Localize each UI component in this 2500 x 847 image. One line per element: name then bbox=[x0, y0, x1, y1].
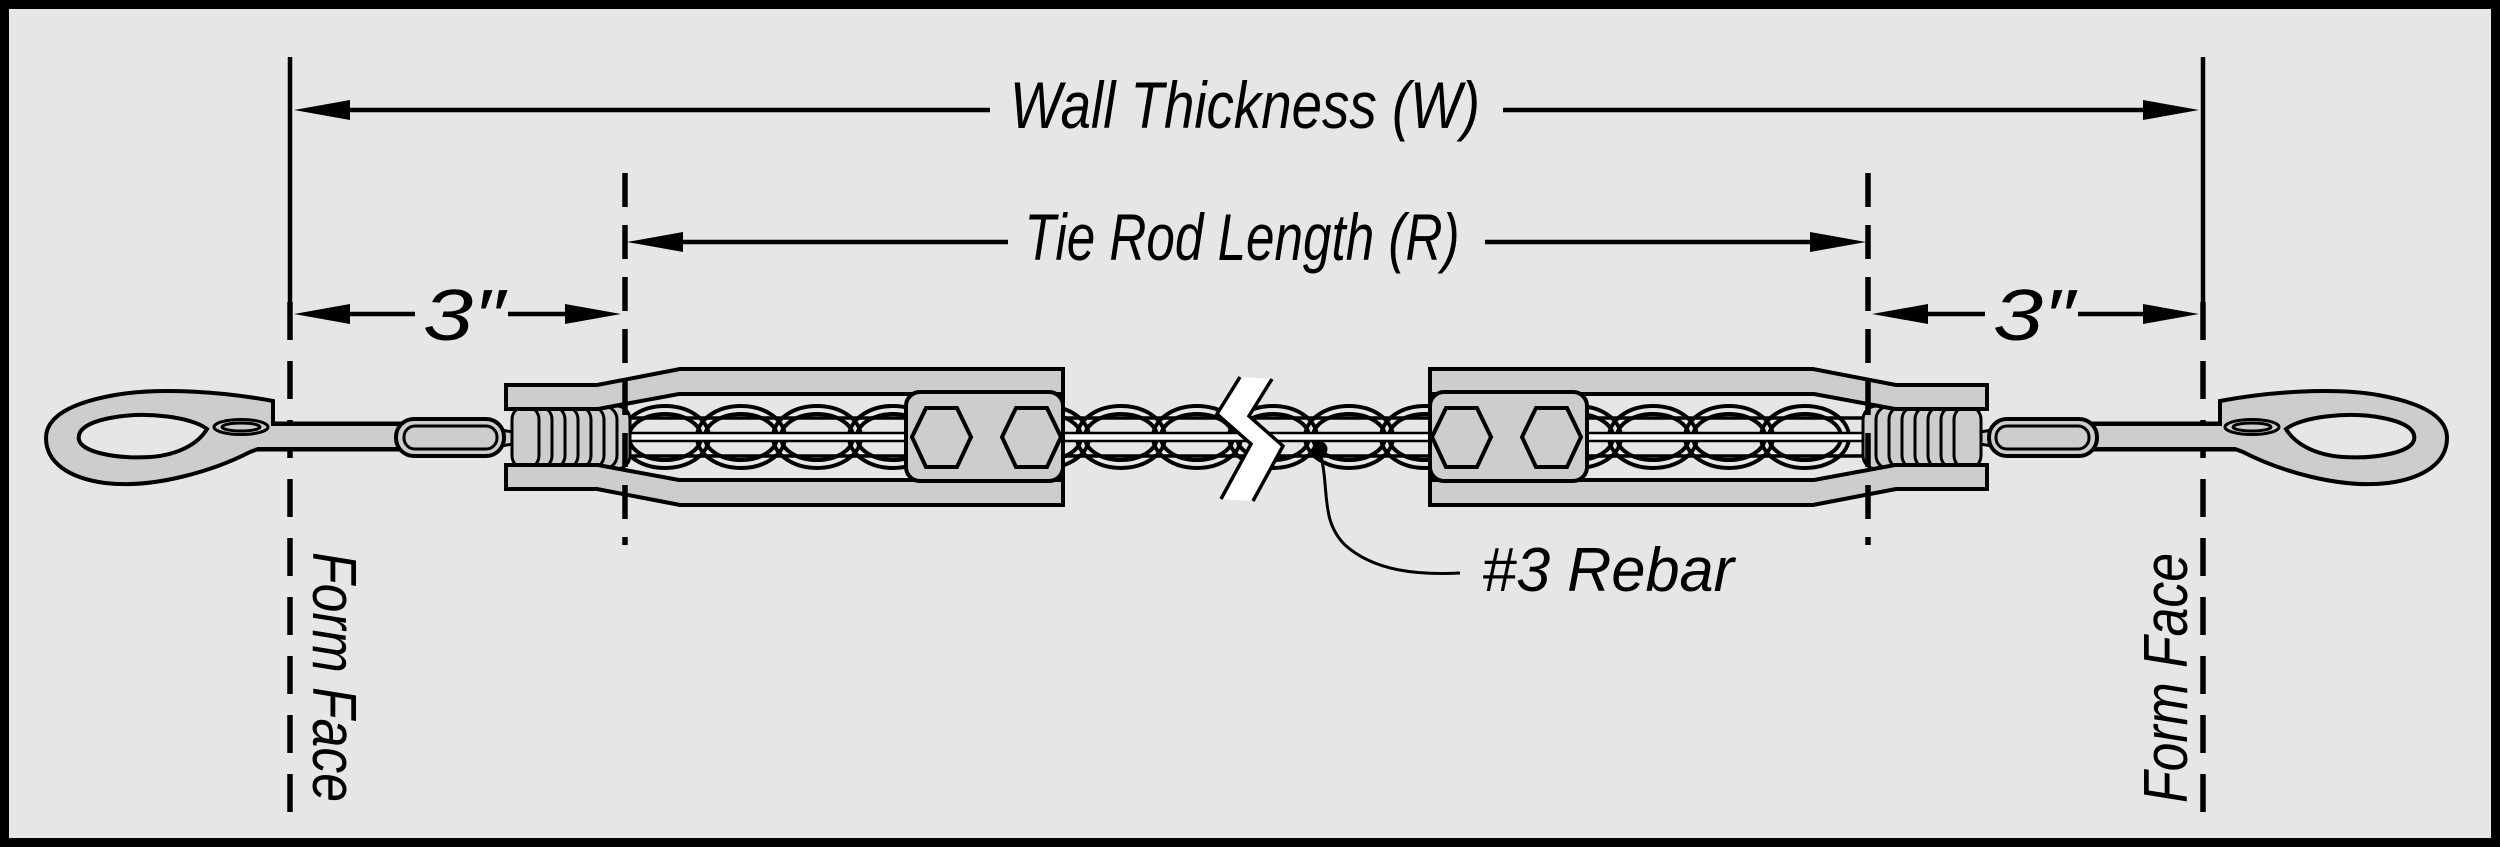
break-symbol bbox=[1214, 376, 1286, 502]
break-edge-left bbox=[1214, 376, 1254, 500]
leader-line bbox=[1318, 451, 1461, 575]
embed-right-label: 3″ bbox=[1993, 276, 2078, 356]
form-face-right-label: Form Face bbox=[2132, 553, 2201, 803]
tie-rod-length-label: Tie Rod Length (R) bbox=[1025, 200, 1460, 274]
embed-left-label: 3″ bbox=[423, 276, 508, 356]
break-band bbox=[1217, 377, 1283, 501]
leader-dot-icon bbox=[1312, 441, 1328, 457]
form-face-left-label: Form Face bbox=[299, 552, 368, 802]
rebar-callout: #3 Rebar bbox=[1312, 441, 1736, 605]
rebar-callout-label: #3 Rebar bbox=[1482, 536, 1736, 605]
wall-thickness-label: Wall Thickness (W) bbox=[1010, 68, 1480, 142]
break-edge-right bbox=[1246, 378, 1286, 502]
